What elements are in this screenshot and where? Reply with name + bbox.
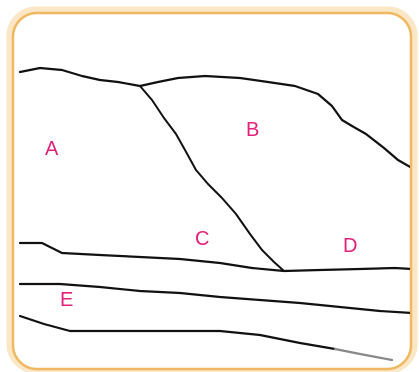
label-e: E <box>60 289 74 311</box>
label-d: D <box>343 235 358 257</box>
contact-lower-e-line-faded <box>333 347 394 362</box>
label-a: A <box>45 138 59 160</box>
label-c: C <box>195 228 210 250</box>
panel-frame <box>11 11 413 371</box>
label-b: B <box>246 119 260 141</box>
fault-line <box>139 85 285 272</box>
top-surface-line <box>18 66 410 170</box>
contact-lower-e-line <box>18 314 337 351</box>
contact-upper-e-line <box>18 282 410 315</box>
contact-c-d-line <box>18 241 410 273</box>
